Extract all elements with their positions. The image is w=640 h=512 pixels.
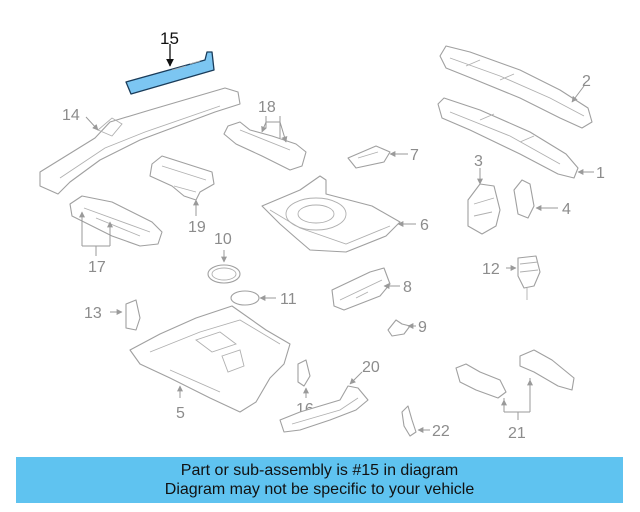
part-18[interactable]: 18 — [223, 99, 307, 171]
part-21[interactable]: 21 — [455, 349, 575, 442]
callout-17: 17 — [88, 259, 106, 276]
callout-14: 14 — [62, 107, 80, 124]
part-5[interactable]: 5 — [129, 305, 291, 422]
banner-line-2: Diagram may not be specific to your vehi… — [164, 481, 475, 498]
callout-9: 9 — [418, 319, 427, 336]
callout-10: 10 — [214, 231, 232, 248]
callout-22: 22 — [432, 423, 450, 440]
callout-2: 2 — [582, 73, 591, 90]
part-2[interactable]: 2 — [439, 45, 593, 129]
part-11[interactable]: 11 — [230, 290, 297, 308]
part-9[interactable]: 9 — [387, 319, 427, 337]
part-20[interactable]: 20 — [279, 359, 380, 433]
callout-19: 19 — [188, 219, 206, 236]
part-19[interactable]: 19 — [149, 155, 215, 236]
part-6[interactable]: 6 — [261, 175, 429, 253]
callout-12: 12 — [482, 261, 500, 278]
part-14[interactable]: 14 — [39, 87, 241, 195]
part-22[interactable]: 22 — [401, 405, 450, 440]
part-12[interactable]: 12 — [482, 255, 541, 300]
callout-11: 11 — [280, 291, 297, 308]
callout-7: 7 — [410, 147, 419, 164]
callout-1: 1 — [596, 165, 605, 182]
part-4[interactable]: 4 — [513, 179, 571, 219]
callout-3: 3 — [474, 153, 483, 170]
part-7[interactable]: 7 — [347, 145, 419, 169]
part-10[interactable]: 10 — [207, 231, 241, 284]
part-1[interactable]: 1 — [437, 97, 605, 182]
callout-5: 5 — [176, 405, 185, 422]
info-banner: Part or sub-assembly is #15 in diagram D… — [16, 457, 623, 503]
callout-20: 20 — [362, 359, 380, 376]
part-3[interactable]: 3 — [467, 153, 501, 235]
part-15[interactable]: 15 — [125, 29, 215, 95]
callout-13: 13 — [84, 305, 102, 322]
banner-line-1: Part or sub-assembly is #15 in diagram — [180, 462, 459, 479]
part-17[interactable]: 17 — [69, 195, 163, 276]
callout-21: 21 — [508, 425, 526, 442]
parts-diagram: 15 14 18 19 17 10 — [39, 29, 605, 442]
callout-18: 18 — [258, 99, 276, 116]
callout-6: 6 — [420, 217, 429, 234]
part-8[interactable]: 8 — [331, 267, 412, 311]
callout-15: 15 — [160, 29, 179, 48]
callout-4: 4 — [562, 201, 571, 218]
callout-8: 8 — [403, 279, 412, 296]
part-13[interactable]: 13 — [84, 299, 141, 331]
